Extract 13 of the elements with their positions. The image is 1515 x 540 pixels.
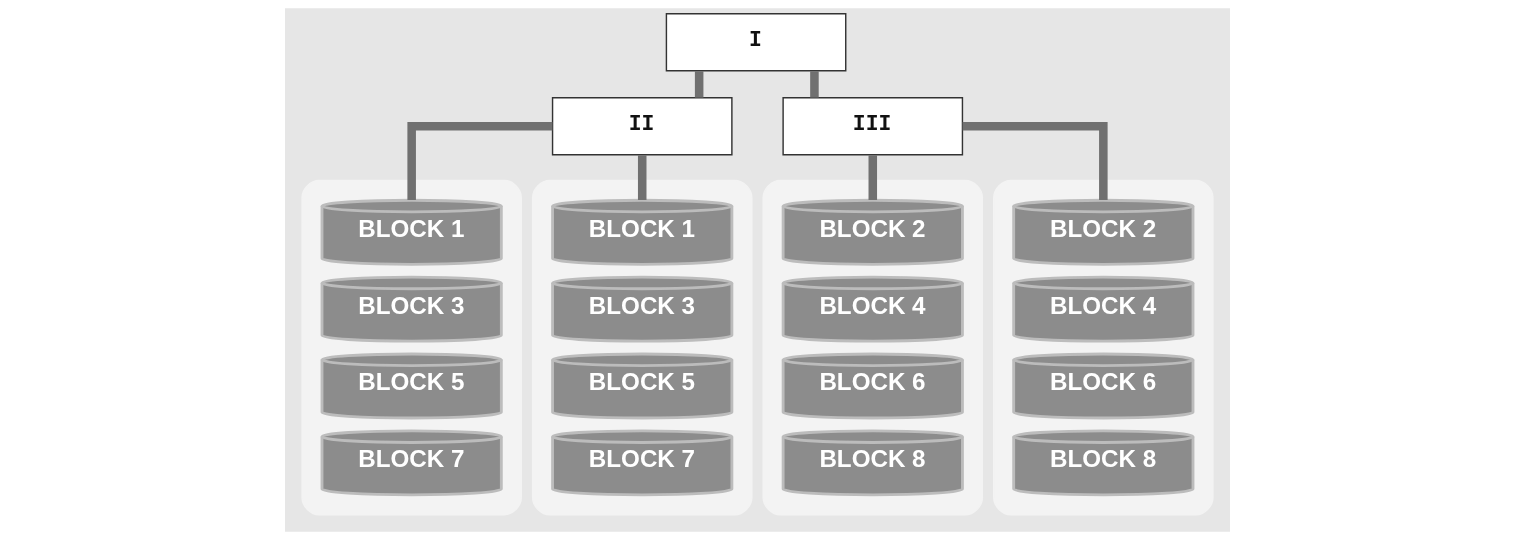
node-box: I (665, 13, 847, 72)
node-box: III (782, 97, 964, 156)
connector (694, 71, 704, 98)
connector (637, 155, 647, 200)
connector (810, 71, 819, 98)
cluster (531, 179, 753, 516)
cluster (993, 179, 1214, 516)
cluster (301, 179, 522, 516)
connector (407, 122, 553, 200)
node-box: II (551, 97, 733, 156)
connector (868, 155, 878, 200)
cluster (762, 179, 984, 516)
connector (962, 122, 1108, 200)
